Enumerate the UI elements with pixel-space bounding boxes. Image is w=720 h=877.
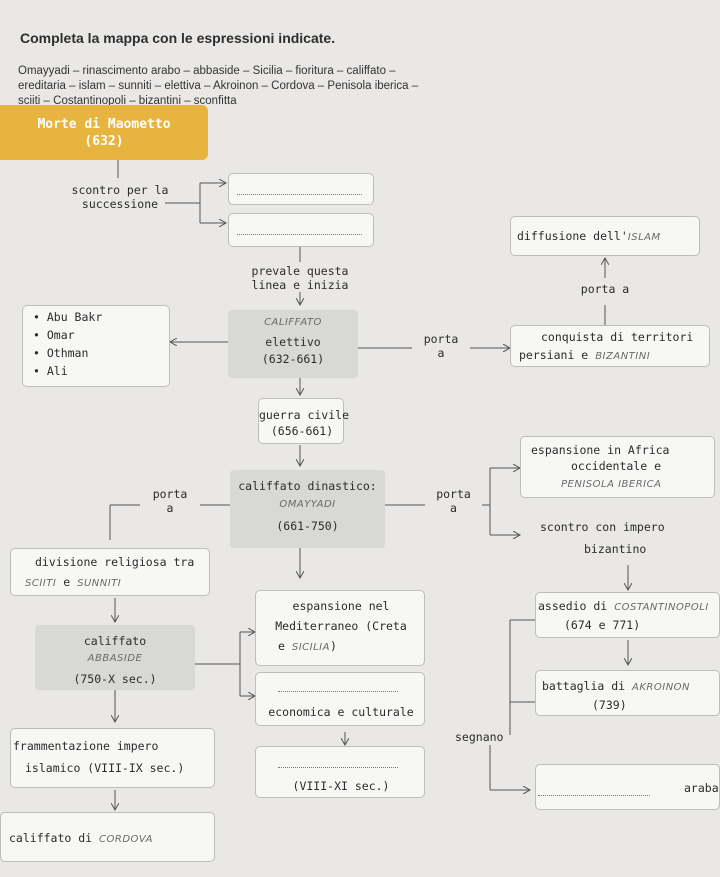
califfato-di-line: califfato di CORDOVA	[9, 831, 153, 845]
divisione-box: divisione religiosa tra SCIITI e SUNNITI	[10, 548, 210, 596]
abbaside-line1: califfato	[83, 634, 147, 648]
conquista-box: conquista di territori persiani e BIZANT…	[510, 325, 710, 367]
frammentazione-line2: islamico (VIII-IX sec.)	[25, 761, 185, 775]
battaglia-box: battaglia di AKROINON (739)	[535, 670, 720, 716]
battaglia-line1: battaglia di AKROINON	[542, 679, 691, 693]
espansione-mediterraneo-box: espansione nel Mediterraneo (Creta e SIC…	[255, 590, 425, 666]
list-item: • Othman	[33, 346, 89, 360]
araba-text: araba	[684, 781, 719, 795]
battaglia-dates: (739)	[592, 698, 627, 712]
answer-handwritten[interactable]: CORDOVA	[99, 834, 153, 845]
araba-box[interactable]: araba	[535, 764, 720, 810]
word-list-line: sciiti – Costantinopoli – bizantini – sc…	[18, 95, 237, 107]
diffusione-text: diffusione dell'ISLAM	[517, 229, 661, 243]
answer-handwritten[interactable]: ISLAM	[627, 232, 661, 243]
scontro-line2: successione	[81, 197, 159, 211]
answer-blank[interactable]	[237, 184, 362, 195]
segnano-label: segnano	[455, 730, 504, 744]
start-year: (632)	[84, 134, 124, 149]
porta-a-left-label: porta a	[152, 487, 188, 515]
prevale-label: prevale questa linea e inizia	[225, 264, 375, 292]
espansione-africa-box: espansione in Africa occidentale e PENIS…	[520, 436, 715, 498]
economica-box[interactable]: economica e culturale	[255, 672, 425, 726]
califfi-list-box: • Abu Bakr • Omar • Othman • Ali	[22, 305, 170, 387]
dinastico-line1: califfato dinastico:	[238, 479, 377, 493]
start-title: Morte di Maometto	[37, 117, 171, 132]
divisione-line1: divisione religiosa tra	[35, 555, 195, 569]
answer-handwritten[interactable]: SCIITI	[25, 578, 57, 589]
word-list-line: Omayyadi – rinascimento arabo – abbaside…	[18, 65, 396, 77]
prevale-line1: prevale questa	[251, 264, 349, 278]
scontro-line1: scontro per la	[71, 183, 169, 197]
califfato-abbaside-box: califfato ABBASIDE (750-X sec.)	[35, 625, 195, 690]
answer-handwritten[interactable]: ABBASIDE	[87, 653, 143, 664]
med-line3: e SICILIA)	[278, 639, 337, 653]
exercise-title: Completa la mappa con le espressioni ind…	[20, 30, 336, 46]
med-line2: Mediterraneo (Creta	[275, 619, 407, 633]
answer-blank[interactable]	[538, 785, 650, 796]
list-item: • Abu Bakr	[33, 310, 103, 324]
answer-box-succession-1[interactable]	[228, 173, 374, 205]
scontro-successione-label: scontro per la successione	[55, 183, 185, 211]
answer-handwritten[interactable]: AKROINON	[632, 682, 691, 693]
word-list: Omayyadi – rinascimento arabo – abbaside…	[18, 64, 708, 109]
frammentazione-line1: frammentazione impero	[13, 739, 159, 753]
word-list-line: ereditaria – islam – sunniti – elettiva …	[18, 80, 419, 92]
porta-a-up-label: porta a	[580, 282, 630, 296]
answer-blank[interactable]	[278, 757, 398, 768]
divisione-line2: SCIITI e SUNNITI	[25, 575, 122, 589]
guerra-civile-box: guerra civile (656-661)	[258, 398, 350, 444]
porta-a-right-label: porta a	[436, 487, 471, 515]
viii-xi-dates: (VIII-XI sec.)	[292, 779, 390, 793]
list-item: • Omar	[33, 328, 75, 342]
prevale-line2: linea e inizia	[251, 278, 349, 292]
viii-xi-box[interactable]: (VIII-XI sec.)	[255, 746, 425, 798]
scontro-impero-label: scontro con impero bizantino	[540, 520, 665, 556]
dinastico-dates: (661-750)	[276, 519, 339, 533]
assedio-dates: (674 e 771)	[564, 618, 641, 632]
guerra-line2: (656-661)	[270, 424, 334, 438]
answer-box-succession-2[interactable]	[228, 213, 374, 247]
answer-handwritten[interactable]: PENISOLA IBERICA	[561, 479, 662, 490]
answer-handwritten[interactable]: OMAYYADI	[279, 499, 336, 510]
africa-line1: espansione in Africa	[531, 443, 670, 457]
list-item: • Ali	[33, 364, 68, 378]
califfato-di-box: califfato di CORDOVA	[0, 812, 215, 862]
assedio-line1: assedio di COSTANTINOPOLI	[538, 599, 709, 613]
conquista-line2: persiani e BIZANTINI	[519, 348, 651, 362]
start-box-morte-maometto: Morte di Maometto (632)	[0, 105, 208, 160]
answer-handwritten[interactable]: SICILIA	[291, 642, 330, 653]
answer-handwritten[interactable]: SUNNITI	[77, 578, 122, 589]
answer-blank[interactable]	[278, 681, 398, 692]
med-line1: espansione nel	[292, 599, 390, 613]
africa-line2: occidentale e	[571, 459, 662, 473]
answer-blank[interactable]	[237, 224, 362, 235]
answer-handwritten[interactable]: CALIFFATO	[264, 317, 322, 328]
califfato-dinastico-box: califfato dinastico: OMAYYADI (661-750)	[230, 470, 385, 548]
guerra-line1: guerra civile	[259, 408, 350, 422]
califfato-elettivo-box: CALIFFATO elettivo (632-661)	[228, 310, 358, 378]
assedio-box: assedio di COSTANTINOPOLI (674 e 771)	[535, 592, 720, 638]
answer-handwritten[interactable]: COSTANTINOPOLI	[614, 602, 709, 613]
elettivo-label: elettivo	[265, 335, 321, 349]
porta-a-label: porta a	[423, 332, 459, 360]
diffusione-box: diffusione dell'ISLAM	[510, 216, 700, 256]
answer-handwritten[interactable]: BIZANTINI	[595, 351, 651, 362]
elettivo-dates: (632-661)	[261, 352, 325, 366]
abbaside-dates: (750-X sec.)	[73, 672, 157, 686]
conquista-line1: conquista di territori	[541, 330, 694, 344]
economica-text: economica e culturale	[268, 705, 414, 719]
frammentazione-box: frammentazione impero islamico (VIII-IX …	[10, 728, 215, 788]
